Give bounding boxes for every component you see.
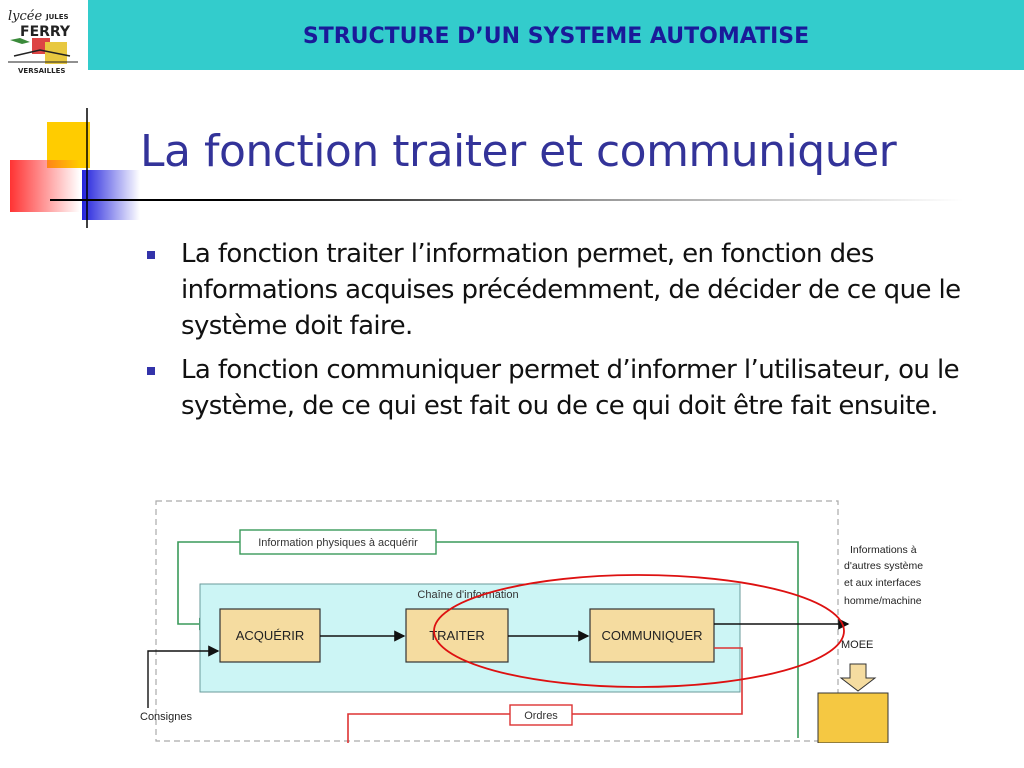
- information-chain-diagram: Information physiques à acquérir Chaîne …: [140, 500, 926, 743]
- acquerir-label: ACQUÉRIR: [236, 628, 305, 643]
- bullet-item: La fonction communiquer permet d’informe…: [145, 352, 1005, 424]
- logo-line1: lycée: [8, 9, 42, 24]
- logo-line4: VERSAILLES: [18, 67, 65, 75]
- info-label: Information physiques à acquérir: [258, 537, 418, 549]
- ordres-label: Ordres: [524, 710, 558, 722]
- output-label-line: Informations à: [850, 544, 917, 556]
- moee-arrow-icon: [839, 663, 877, 692]
- bullet-square-icon: [147, 367, 155, 375]
- header-bar: STRUCTURE D’UN SYSTEME AUTOMATISE: [88, 0, 1024, 70]
- slide-title: La fonction traiter et communiquer: [140, 126, 897, 177]
- communiquer-label: COMMUNIQUER: [601, 628, 702, 643]
- moee-label: MOEE: [841, 639, 873, 651]
- ordres-label-box: [509, 704, 573, 726]
- system-boundary: [155, 500, 839, 742]
- consignes-label: Consignes: [140, 711, 192, 723]
- ordres-flow: [347, 647, 743, 743]
- output-label-line: homme/machine: [844, 595, 922, 607]
- operative-part-block: [817, 692, 889, 743]
- bullet-list: La fonction traiter l’information permet…: [145, 236, 1005, 432]
- communiquer-block: [589, 608, 715, 663]
- bullet-item: La fonction traiter l’information permet…: [145, 236, 1005, 344]
- bullet-text: La fonction traiter l’information permet…: [181, 239, 961, 341]
- logo-line2: JULES: [45, 13, 69, 21]
- decorative-squares: [10, 108, 140, 228]
- info-label-box: [239, 529, 437, 555]
- bullet-text: La fonction communiquer permet d’informe…: [181, 355, 960, 421]
- output-label-line: et aux interfaces: [844, 577, 921, 589]
- title-divider: [50, 199, 964, 201]
- traiter-block: [405, 608, 509, 663]
- header-title: STRUCTURE D’UN SYSTEME AUTOMATISE: [302, 24, 810, 49]
- school-logo: lycée JULES FERRY VERSAILLES: [8, 9, 78, 75]
- traiter-label: TRAITER: [429, 628, 485, 643]
- consignes-flow: [147, 645, 220, 708]
- output-label-line: d'autres système: [844, 560, 923, 572]
- logo-line3: FERRY: [20, 24, 71, 40]
- acquerir-block: [219, 608, 321, 663]
- physical-info-flow: [177, 541, 799, 738]
- highlight-ellipse: [433, 574, 845, 688]
- output-info-label: Informations à d'autres système et aux i…: [844, 544, 926, 607]
- bullet-square-icon: [147, 251, 155, 259]
